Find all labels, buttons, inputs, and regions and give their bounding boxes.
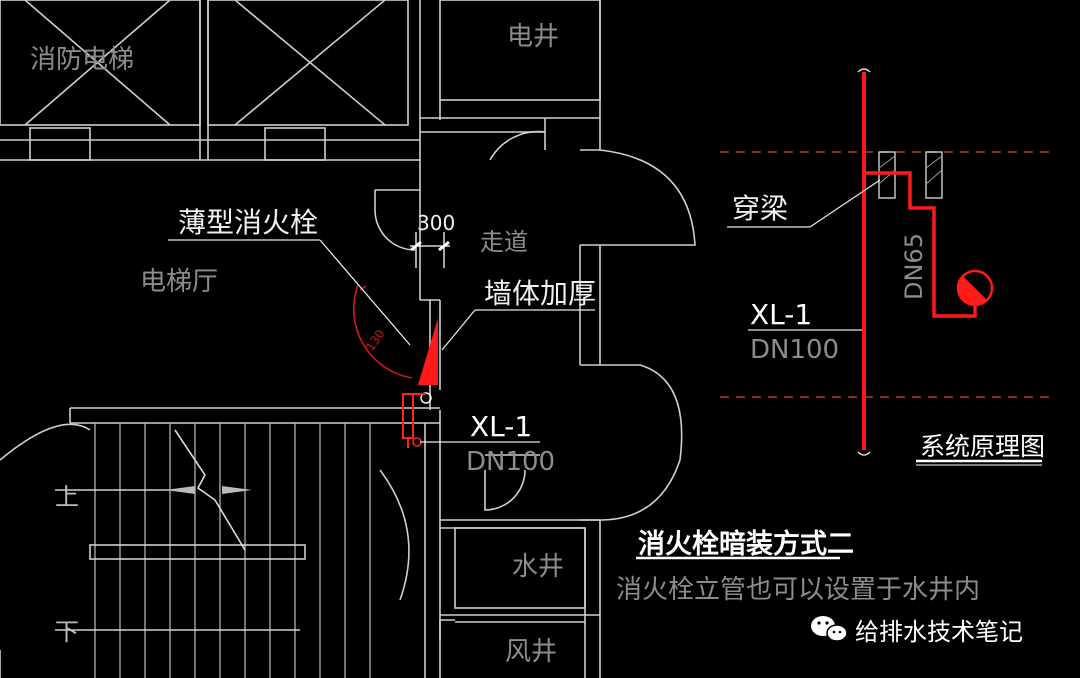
floor-plan-walls xyxy=(0,0,696,678)
hydrant-cabinet-shape xyxy=(418,318,438,385)
plan-riser-dn: DN100 xyxy=(466,447,555,477)
room-label-corridor: 走道 xyxy=(480,228,528,256)
plan-riser-id: XL-1 xyxy=(470,410,532,443)
room-label-water-shaft: 水井 xyxy=(512,552,564,582)
watermark-text: 给排水技术笔记 xyxy=(855,618,1023,646)
room-label-air-shaft: 风井 xyxy=(505,637,557,667)
elevator-shaft-2 xyxy=(207,0,409,126)
system-riser-id: XL-1 xyxy=(750,298,812,331)
wall-thicken-label: 墙体加厚 xyxy=(484,277,596,310)
room-label-elevator-hall: 电梯厅 xyxy=(140,267,218,297)
caption-title: 消火栓暗装方式二 xyxy=(638,528,854,560)
beam-section-left xyxy=(878,151,896,199)
thin-fire-hydrant xyxy=(353,284,438,448)
hydrant-label: 薄型消火栓 xyxy=(178,206,318,239)
dimension-300-text: 300 xyxy=(417,211,455,235)
branch-dn-label: DN65 xyxy=(900,233,928,300)
watermark: 给排水技术笔记 xyxy=(811,616,1023,646)
system-riser-dn: DN100 xyxy=(750,335,839,365)
caption-subtitle: 消火栓立管也可以设置于水井内 xyxy=(616,575,980,605)
system-diagram xyxy=(720,68,1055,466)
beam-section-right xyxy=(925,151,943,199)
room-label-fire-elevator: 消防电梯 xyxy=(30,45,134,75)
beam-penetration-label: 穿梁 xyxy=(732,192,788,225)
plan-leaders xyxy=(168,239,595,443)
riser-pipe-icon xyxy=(412,437,422,447)
dimension-300 xyxy=(410,232,450,268)
system-diagram-title: 系统原理图 xyxy=(920,432,1045,461)
stair-down-label: 下 xyxy=(55,618,79,646)
branch-pipe-dn65 xyxy=(864,171,977,318)
stair-up-label: 上 xyxy=(55,483,79,511)
room-label-electric-shaft: 电井 xyxy=(507,22,559,52)
